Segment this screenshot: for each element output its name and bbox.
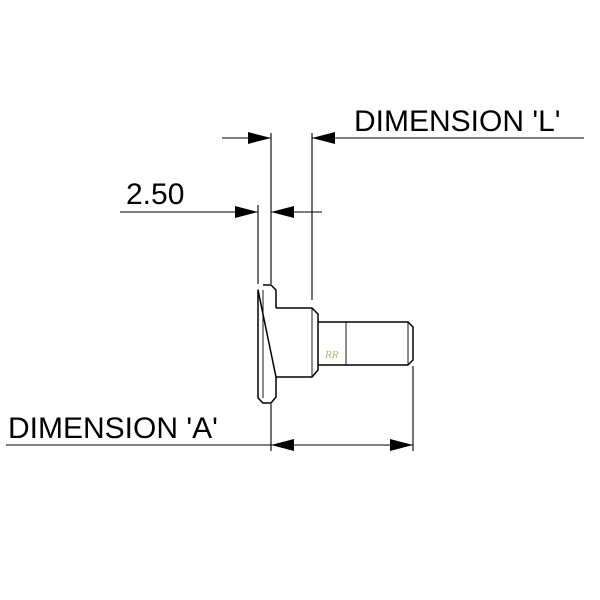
part-outline: RR (257, 284, 414, 404)
dimension-a-arrow-right (390, 439, 413, 451)
dimension-l: DIMENSION 'L' (222, 105, 584, 300)
dimension-a-arrow-left (271, 439, 294, 451)
dimension-a: DIMENSION 'A' (6, 366, 414, 451)
thickness-value: 2.50 (126, 178, 184, 211)
flange-outline (257, 284, 277, 404)
dimension-a-label: DIMENSION 'A' (8, 412, 218, 445)
dimension-l-arrow-right (312, 132, 335, 144)
thickness-arrow-right (271, 206, 294, 218)
hub-outline (276, 307, 319, 378)
thickness-arrow-left (235, 206, 258, 218)
dimension-l-arrow-left (248, 132, 271, 144)
shaft-outline (318, 321, 414, 366)
rr-logo: RR (324, 349, 339, 361)
dimension-flange-thickness: 2.50 (120, 178, 322, 284)
dimension-l-label: DIMENSION 'L' (354, 105, 560, 138)
